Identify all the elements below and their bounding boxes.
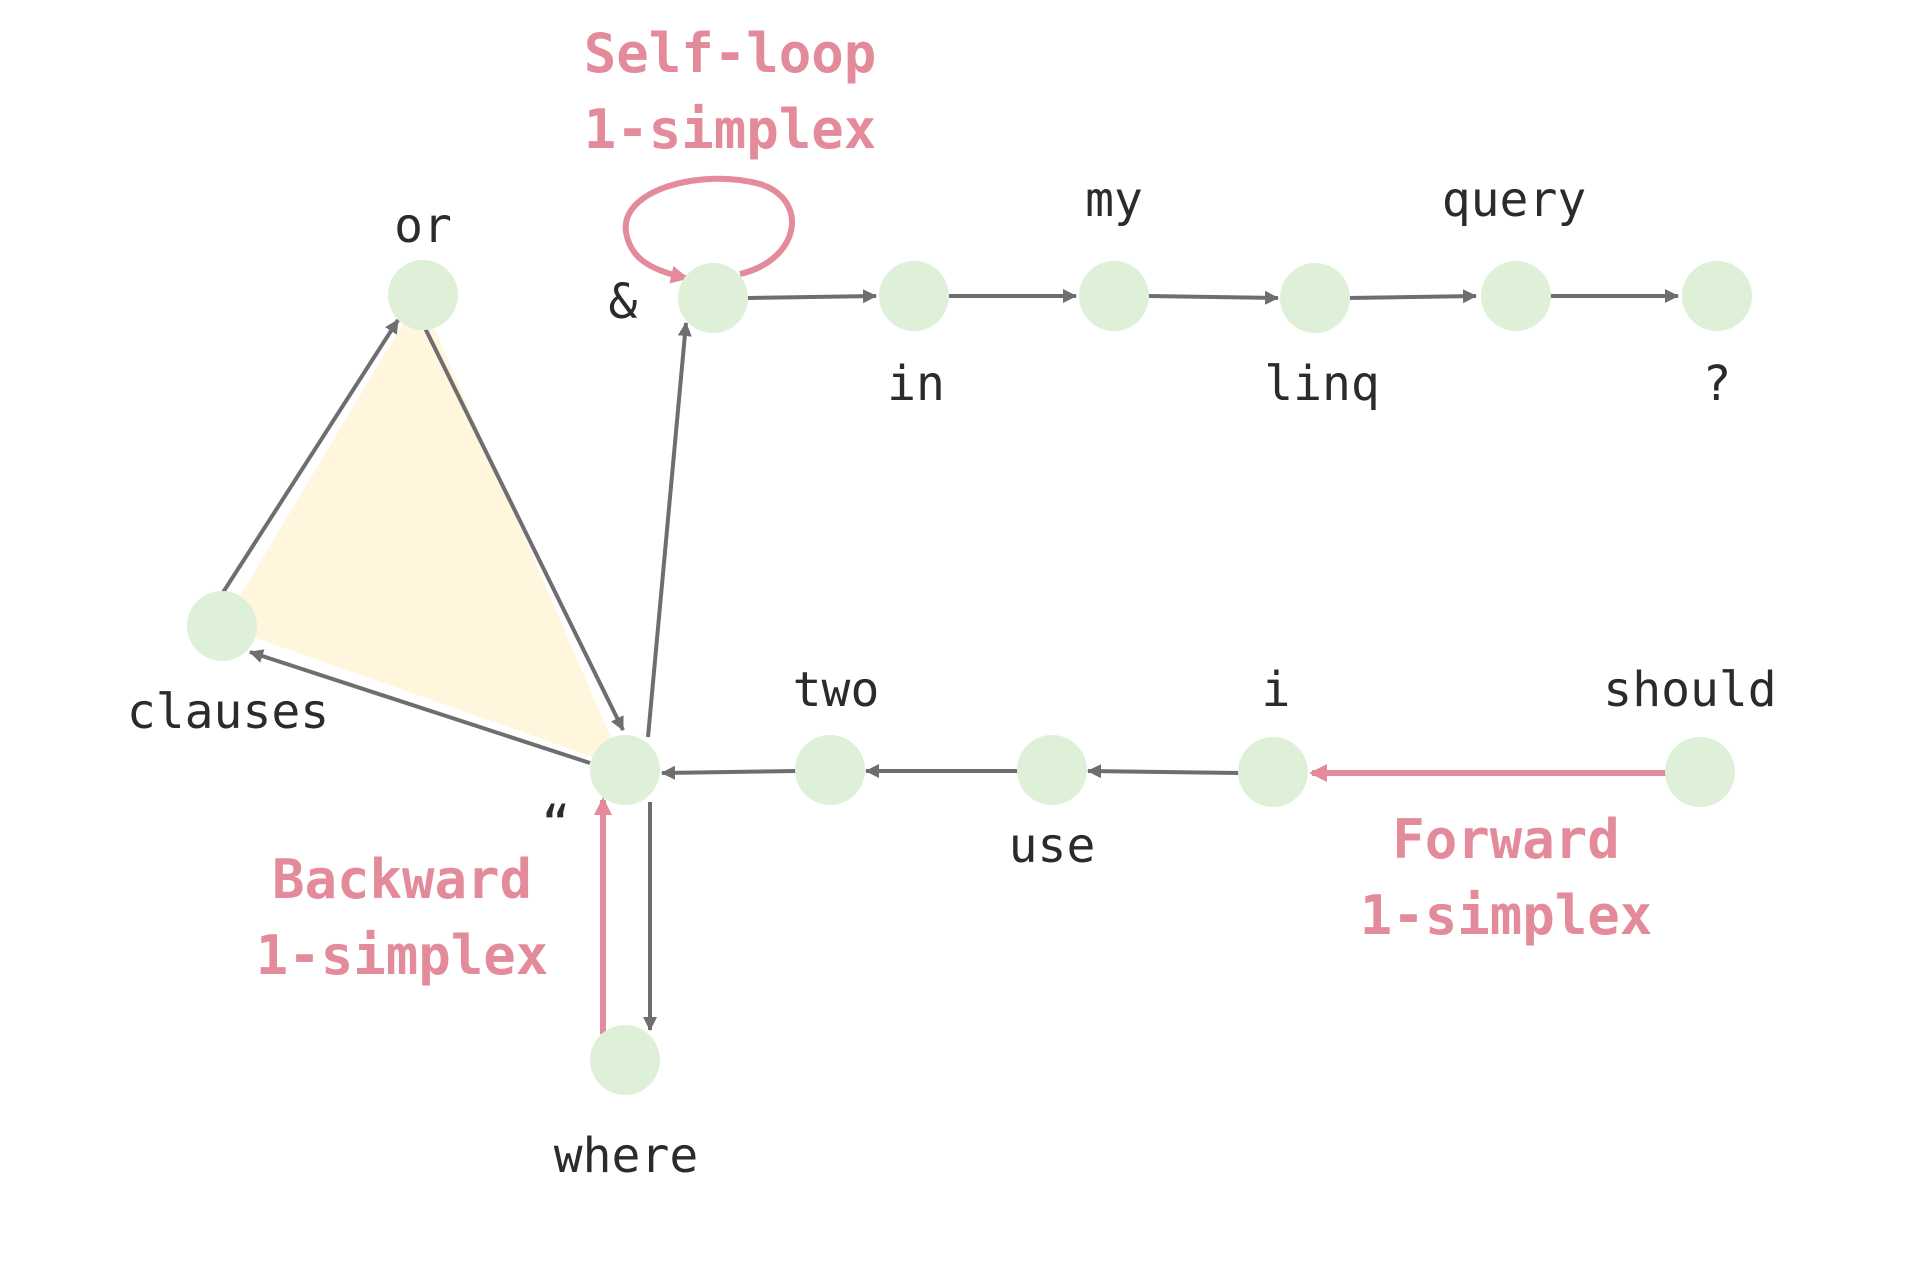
node-query [1481, 261, 1551, 331]
label-query: query [1442, 172, 1587, 228]
nodes [187, 260, 1752, 1095]
label-clauses: clauses [127, 684, 329, 740]
label-use: use [1009, 818, 1096, 874]
edge-two-to-quote [661, 765, 797, 780]
callout-forward-line2: 1-simplex [1360, 884, 1653, 947]
node-should [1665, 737, 1735, 807]
node-where [590, 1025, 660, 1095]
label-amp: & [609, 274, 638, 330]
filled-triangle-2-simplex [222, 295, 624, 768]
label-where: where [554, 1128, 699, 1184]
node-amp [678, 263, 748, 333]
node-my [1079, 261, 1149, 331]
label-two: two [793, 662, 880, 718]
callout-backward-line2: 1-simplex [256, 924, 549, 987]
edge-linq-to-query [1347, 289, 1477, 304]
node-or [388, 260, 458, 330]
highlight-edges [594, 175, 1666, 1034]
callout-forward-line1: Forward [1392, 808, 1620, 871]
callouts: Self-loop 1-simplex Backward 1-simplex F… [256, 22, 1653, 987]
label-question: ? [1703, 356, 1732, 412]
node-question [1682, 261, 1752, 331]
edge-or-to-quote [422, 325, 625, 731]
self-loop-edge [622, 175, 795, 284]
callout-self-loop-line2: 1-simplex [584, 98, 877, 161]
node-two [795, 735, 865, 805]
label-should: should [1603, 662, 1776, 718]
edge-clauses-to-or [220, 318, 400, 596]
node-in [879, 261, 949, 331]
node-linq [1280, 263, 1350, 333]
edge-i-to-use [1087, 764, 1241, 779]
label-i: i [1262, 662, 1291, 718]
edge-quote-to-amp [646, 322, 692, 738]
node-use [1017, 735, 1087, 805]
edge-quote-to-clauses [249, 649, 591, 765]
label-linq: linq [1264, 356, 1380, 412]
label-quote: “ [542, 796, 571, 852]
edges [220, 289, 1679, 1031]
edge-my-to-linq [1147, 290, 1279, 305]
callout-self-loop-line1: Self-loop [584, 22, 877, 85]
label-or: or [394, 198, 452, 254]
node-quote [590, 735, 660, 805]
callout-backward-line1: Backward [272, 848, 532, 911]
edge-amp-to-in [747, 289, 877, 304]
word-labels: or & in my linq query ? clauses two i sh… [127, 172, 1777, 1184]
node-clauses [187, 591, 257, 661]
label-my: my [1085, 172, 1143, 228]
node-i [1238, 737, 1308, 807]
label-in: in [887, 356, 945, 412]
